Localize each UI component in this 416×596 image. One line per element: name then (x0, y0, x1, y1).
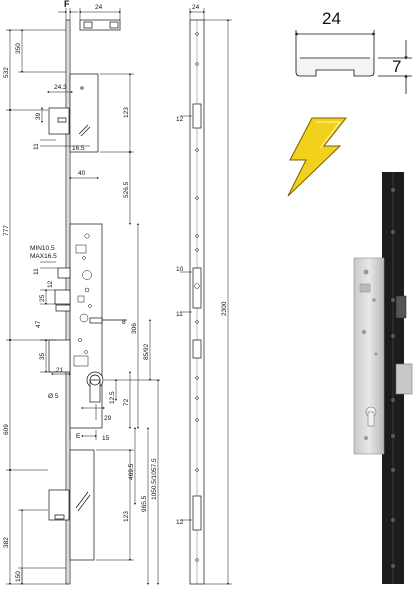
label-16-5: 16.5 (72, 145, 85, 152)
label-526-5: 526.5 (123, 181, 130, 198)
label-11-center: 11 (33, 268, 40, 275)
side-view-labels: 24 2300 12 10 11 12 (176, 4, 228, 526)
lightning-bolt-icon (287, 117, 348, 197)
deadbolt-photo (395, 363, 413, 395)
latch-photo (395, 295, 407, 319)
side-label-12-bottom: 12 (176, 519, 184, 526)
profile-height-label: 7 (392, 57, 401, 76)
side-label-2300: 2300 (221, 301, 228, 316)
label-150: 150 (15, 571, 22, 582)
lower-lock-case (69, 449, 95, 561)
label-25: 25 (39, 294, 46, 302)
label-1050-5: 1050.5/1057.5 (151, 458, 158, 500)
label-469-5: 469.5 (128, 463, 135, 480)
label-15: 15 (102, 435, 110, 442)
side-label-12-top: 12 (176, 116, 184, 123)
side-view (180, 8, 232, 585)
label-72: 72 (123, 398, 130, 406)
label-29: 29 (104, 415, 112, 422)
label-39: 39 (35, 112, 42, 120)
label-F: F (64, 0, 70, 9)
profile-width-label: 24 (322, 9, 341, 28)
label-max: MAX16.5 (30, 253, 57, 260)
profile-labels: 24 7 (322, 9, 401, 76)
label-123-lower: 123 (123, 511, 130, 522)
label-85-92: 85/92 (143, 343, 150, 360)
label-min: MIN10.5 (30, 245, 55, 252)
label-phi-5: Ø 5 (48, 393, 59, 400)
front-view-labels: F 24 350 532 24.3 39 123 11 16.5 40 526.… (3, 0, 158, 582)
side-label-10: 10 (176, 266, 184, 273)
side-label-11: 11 (176, 311, 183, 318)
top-cap (79, 19, 121, 31)
label-350: 350 (15, 43, 22, 54)
label-609: 609 (3, 424, 10, 435)
spindle-square (89, 317, 103, 324)
label-965-5: 965.5 (141, 495, 148, 512)
latch-tongue (57, 267, 71, 279)
label-11-upper: 11 (33, 143, 40, 150)
deadbolt (48, 339, 71, 373)
label-40: 40 (78, 170, 86, 177)
label-777: 777 (3, 225, 10, 236)
u-profile-shape (295, 58, 375, 77)
label-E: E (76, 433, 81, 440)
label-24-3: 24.3 (54, 84, 67, 91)
profile-section (294, 30, 412, 94)
side-label-24: 24 (192, 4, 200, 11)
label-21: 21 (56, 367, 64, 374)
label-532: 532 (3, 67, 10, 78)
label-123-upper: 123 (123, 107, 130, 118)
label-306: 306 (131, 323, 138, 334)
label-12-5: 12.5 (109, 391, 116, 404)
lock-photo (353, 172, 413, 584)
label-47: 47 (35, 320, 42, 328)
label-top-24: 24 (95, 4, 103, 11)
front-view (6, 8, 160, 585)
label-35: 35 (39, 352, 46, 360)
label-382: 382 (3, 537, 10, 548)
label-12-center: 12 (47, 280, 54, 288)
upper-lock-case (69, 73, 99, 153)
label-8: 8 (122, 319, 126, 326)
